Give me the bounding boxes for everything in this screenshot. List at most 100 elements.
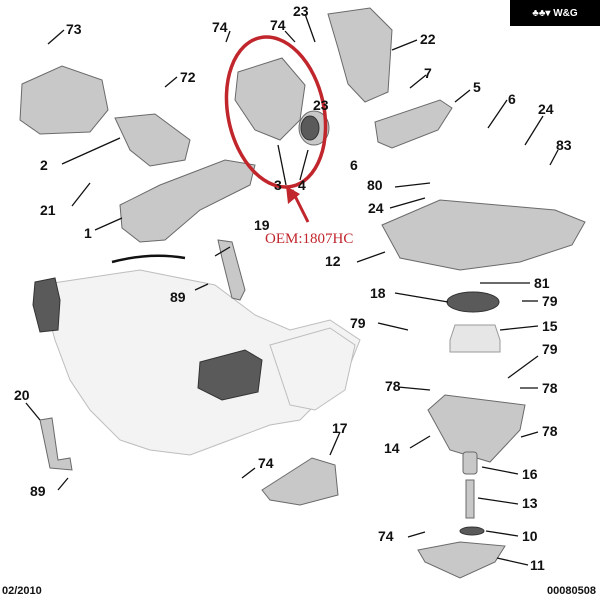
part-label-p3: 3: [274, 177, 282, 193]
leader-line-p1: [94, 217, 123, 231]
part-20-bracket: [39, 417, 73, 471]
part-13-stud: [465, 479, 475, 519]
part-label-p78b: 78: [542, 380, 558, 396]
diagram-reference-number: 00080508: [547, 585, 596, 597]
leader-lines: [25, 13, 559, 566]
leader-line-p10: [485, 530, 519, 537]
diagram-date: 02/2010: [2, 585, 42, 597]
leader-line-p7: [409, 74, 427, 89]
leader-line-p5: [454, 89, 471, 103]
part-label-p73: 73: [66, 21, 82, 37]
part-17-bracket: [261, 457, 339, 506]
leader-line-p6a: [487, 99, 508, 129]
part-label-p83: 83: [556, 137, 572, 153]
part-label-p21: 21: [40, 202, 56, 218]
part-label-p78c: 78: [542, 423, 558, 439]
part-label-p12: 12: [325, 253, 341, 269]
leader-line-p4: [299, 149, 309, 181]
leader-line-p24b: [389, 197, 426, 209]
leader-line-p13: [477, 497, 519, 505]
part-15-mount: [449, 324, 501, 353]
part-label-p79b: 79: [350, 315, 366, 331]
part-label-p6a: 6: [508, 91, 516, 107]
leader-line-p20: [25, 402, 41, 421]
leader-line-p74a: [225, 30, 231, 43]
leader-line-p16: [481, 466, 519, 475]
part-22-bracket: [327, 7, 393, 103]
part-label-p4: 4: [298, 177, 306, 193]
part-14-mount-plate: [427, 394, 526, 463]
leader-line-p18: [394, 292, 449, 303]
engine-assembly: [32, 254, 361, 456]
leader-line-p72: [164, 76, 178, 88]
part-label-p22: 22: [420, 31, 436, 47]
part-label-p23a: 23: [293, 3, 309, 19]
oem-number-label: OEM:1807HC: [265, 231, 353, 247]
brand-name: W&G: [553, 7, 578, 19]
part-label-p89b: 89: [30, 483, 46, 499]
leader-line-p17: [329, 431, 341, 456]
part-label-p74a: 74: [212, 19, 228, 35]
part-5-torque-link: [374, 99, 453, 149]
part-label-p2: 2: [40, 157, 48, 173]
part-label-p23b: 23: [313, 97, 329, 113]
leader-line-p79c: [507, 355, 539, 379]
part-label-p18: 18: [370, 285, 386, 301]
leader-line-p83: [549, 149, 559, 166]
part-label-p78a: 78: [385, 378, 401, 394]
leader-line-p78a: [397, 386, 431, 391]
leader-line-p89b: [57, 477, 69, 491]
leader-line-p15: [499, 325, 539, 331]
leader-line-p74b: [284, 30, 296, 43]
part-label-p79a: 79: [542, 293, 558, 309]
leader-line-p23a: [304, 13, 316, 43]
part-18-damper: [446, 291, 500, 313]
leader-line-p73: [47, 29, 65, 45]
part-label-p16: 16: [522, 466, 538, 482]
part-1-bracket: [119, 159, 256, 243]
leader-line-p24a: [524, 115, 544, 146]
leader-line-p74c: [241, 467, 256, 479]
leader-line-p19: [214, 246, 231, 257]
part-19-bracket: [217, 239, 246, 301]
part-label-p72: 72: [180, 69, 196, 85]
leader-line-p14: [409, 435, 431, 449]
part-label-p20: 20: [14, 387, 30, 403]
leader-line-p2: [61, 137, 121, 165]
part-label-p24a: 24: [538, 101, 554, 117]
part-label-p15: 15: [542, 318, 558, 334]
part-16-bushing: [462, 451, 478, 475]
part-label-p11: 11: [530, 557, 545, 573]
part-label-p74b: 74: [270, 17, 286, 33]
part-label-p7: 7: [424, 65, 432, 81]
leader-line-p78c: [520, 431, 539, 438]
part-label-p1: 1: [84, 225, 92, 241]
part-label-p13: 13: [522, 495, 538, 511]
part-label-p74d: 74: [378, 528, 394, 544]
brand-logo-icon: ♣♣▾: [532, 7, 551, 19]
part-label-p74c: 74: [258, 455, 274, 471]
leader-line-p80: [394, 182, 431, 188]
part-label-p89a: 89: [170, 289, 186, 305]
leader-line-p79b: [377, 322, 409, 331]
part-label-p24b: 24: [368, 200, 384, 216]
part-label-p6b: 6: [350, 157, 358, 173]
part-label-p79c: 79: [542, 341, 558, 357]
part-label-p81: 81: [534, 275, 550, 291]
part-2-engine-mount: [19, 65, 191, 167]
part-label-p19: 19: [254, 217, 270, 233]
leader-line-p74d: [407, 531, 426, 538]
leader-line-p89a: [194, 283, 209, 291]
part-12-battery-tray: [381, 199, 586, 271]
leader-line-p3: [277, 144, 287, 186]
part-label-p14: 14: [384, 440, 400, 456]
leader-line-p11: [496, 557, 529, 566]
oem-highlight: OEM:1807HC: [224, 35, 353, 247]
leader-line-p21: [71, 182, 91, 207]
brand-badge: ♣♣▾ W&G: [510, 0, 600, 26]
leader-line-p22: [391, 39, 418, 51]
part-3-mount-support: [234, 57, 330, 146]
part-11-base-bracket: [417, 541, 506, 579]
